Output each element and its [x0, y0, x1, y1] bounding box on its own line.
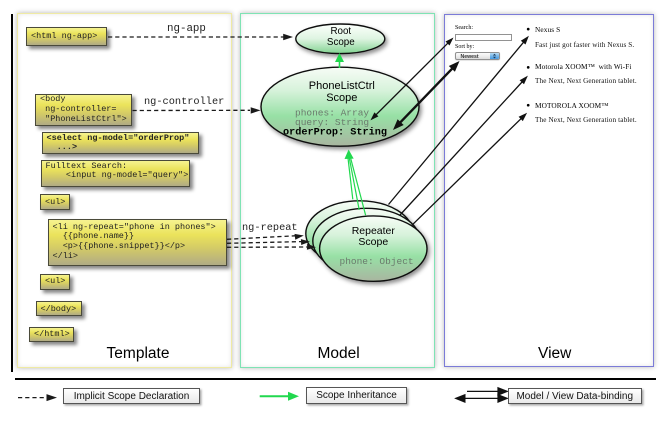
svg-text:Repeater: Repeater — [352, 225, 396, 237]
svg-text:Root: Root — [330, 26, 351, 37]
svg-text:orderProp: String: orderProp: String — [283, 127, 387, 139]
svg-text:phone: Object: phone: Object — [340, 256, 414, 267]
svg-text:PhoneListCtrl: PhoneListCtrl — [309, 80, 375, 92]
svg-text:Scope: Scope — [358, 236, 388, 248]
svg-text:query: String: query: String — [295, 117, 369, 128]
svg-text:Scope: Scope — [326, 92, 357, 104]
svg-text:Scope: Scope — [327, 37, 355, 48]
svg-text:phones: Array: phones: Array — [295, 107, 369, 118]
